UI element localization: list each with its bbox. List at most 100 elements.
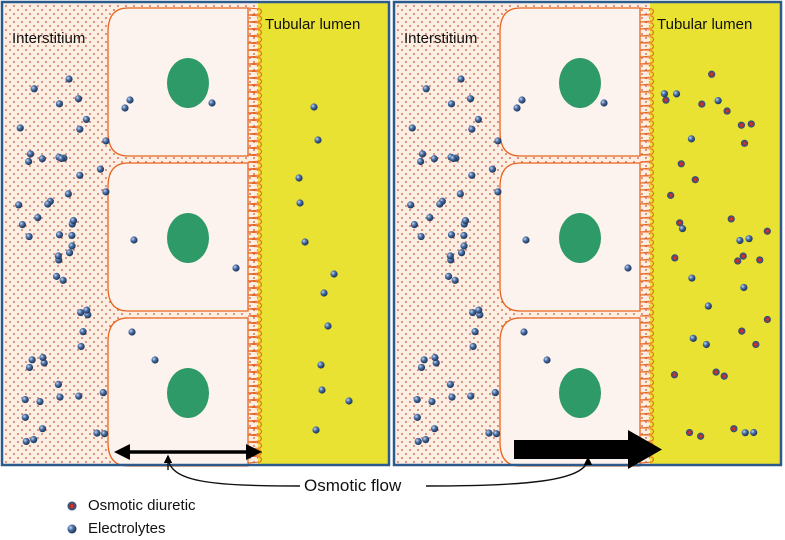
electrolyte-icon [736, 236, 744, 245]
electrolyte-icon [208, 99, 216, 107]
electrolyte-icon [520, 328, 528, 336]
osmotic-diuretic-icon [698, 100, 706, 108]
electrolyte-icon [432, 359, 440, 367]
electrolyte-icon [469, 308, 477, 317]
electrolyte-icon [59, 276, 67, 284]
electrolyte-icon [56, 393, 64, 401]
electrolyte-icon [93, 429, 101, 437]
electrolyte-icon [457, 75, 465, 83]
electrolyte-icon [624, 264, 632, 272]
electrolyte-icon [436, 200, 444, 208]
panel-1-lumen-label: Tubular lumen [265, 16, 361, 33]
osmotic-diuretic-icon [723, 107, 731, 115]
osmotic-diuretic-icon [730, 425, 738, 433]
electrolyte-icon [324, 322, 332, 330]
electrolyte-icon [466, 95, 475, 103]
electrolyte-icon [600, 99, 608, 107]
electrolyte-icon [447, 100, 456, 108]
osmotic-diuretic-icon [740, 139, 749, 147]
electrolyte-icon [417, 157, 425, 166]
nucleus-icon [167, 213, 209, 263]
electrolyte-icon [474, 115, 482, 124]
electrolyte-icon [21, 413, 29, 421]
electrolyte-icon [102, 137, 110, 145]
osmotic-diuretic-icon [677, 160, 685, 168]
osmotic-diuretic-icon [697, 432, 705, 440]
electrolyte-icon [30, 436, 38, 444]
electrolyte-icon [485, 429, 493, 437]
electrolyte-icon [431, 353, 439, 362]
electrolyte-icon [750, 428, 758, 437]
electrolyte-icon [672, 90, 681, 98]
electrolyte-icon [126, 96, 134, 104]
panel-2 [392, 0, 783, 469]
panel-1 [0, 0, 391, 467]
electrolyte-icon [467, 392, 475, 400]
electrolyte-icon [21, 395, 29, 404]
electrolyte-icon [420, 356, 428, 364]
electrolyte-icon [310, 103, 318, 111]
electrolyte-icon [83, 306, 91, 314]
osmotic-diuretic-icon [756, 256, 764, 264]
electrolyte-icon [74, 95, 83, 103]
electrolyte-icon [25, 232, 33, 241]
electrolyte-icon [28, 356, 36, 364]
tubular-lumen-region [650, 3, 780, 464]
electrolyte-icon [418, 150, 427, 158]
electrolyte-icon [468, 171, 476, 179]
electrolyte-icon [513, 104, 521, 112]
electrolyte-icon [740, 283, 748, 292]
electrolyte-icon [430, 155, 438, 163]
electrolyte-icon [312, 426, 320, 434]
osmotic-diuretic-icon [670, 371, 679, 379]
electrolyte-icon [741, 429, 749, 437]
electrolyte-icon [39, 353, 47, 362]
electrolyte-icon [130, 236, 138, 244]
electrolyte-icon [413, 413, 421, 421]
electrolyte-icon [296, 199, 304, 207]
electrolyte-icon [318, 386, 326, 394]
panel-2-interstitium-label: Interstitium [404, 30, 478, 47]
electrolyte-icon [688, 274, 696, 282]
electrolyte-icon [55, 100, 64, 108]
electrolyte-icon [714, 97, 722, 105]
electrolyte-icon [57, 154, 65, 163]
brush-border [247, 7, 263, 464]
tubular-lumen-region [258, 3, 388, 464]
electrolyte-icon [518, 96, 526, 104]
electrolyte-icon [314, 136, 322, 144]
brush-border [639, 7, 655, 464]
osmotic-diuretic-icon [676, 219, 684, 227]
electrolyte-icon [121, 104, 129, 112]
electrolyte-icon [44, 200, 52, 208]
electrolyte-icon [16, 124, 24, 132]
electrolyte-icon [426, 213, 434, 222]
electrolyte-icon [471, 328, 479, 336]
electrolyte-icon [69, 217, 78, 225]
electrolyte-icon [102, 188, 110, 196]
nucleus-icon [559, 58, 601, 108]
osmotic-diuretic-icon [734, 257, 742, 265]
electrolyte-icon [449, 154, 457, 163]
electrolyte-icon [475, 306, 483, 314]
panel-1-interstitium-label: Interstitium [12, 30, 86, 47]
osmotic-diuretic-icon [712, 368, 720, 376]
osmotic-diuretic-icon [708, 70, 716, 78]
osmotic-diuretic-icon [763, 315, 771, 324]
osmotic-diuretic-icon [720, 372, 728, 380]
electrolyte-icon [15, 201, 23, 209]
electrolyte-icon [447, 231, 456, 239]
nucleus-icon [167, 58, 209, 108]
osmotic-flow-arrow-thick [514, 440, 630, 459]
panel-2-lumen-label: Tubular lumen [657, 16, 753, 33]
electrolyte-icon [65, 249, 74, 257]
electrolyte-icon [689, 334, 697, 342]
nucleus-icon [559, 213, 601, 263]
electrolyte-icon [678, 225, 687, 233]
electrolyte-icon [494, 188, 502, 196]
electrolyte-icon [543, 356, 551, 364]
electrolyte-icon [82, 115, 90, 124]
electrolyte-icon [96, 165, 105, 173]
electrolyte-icon [40, 359, 48, 367]
